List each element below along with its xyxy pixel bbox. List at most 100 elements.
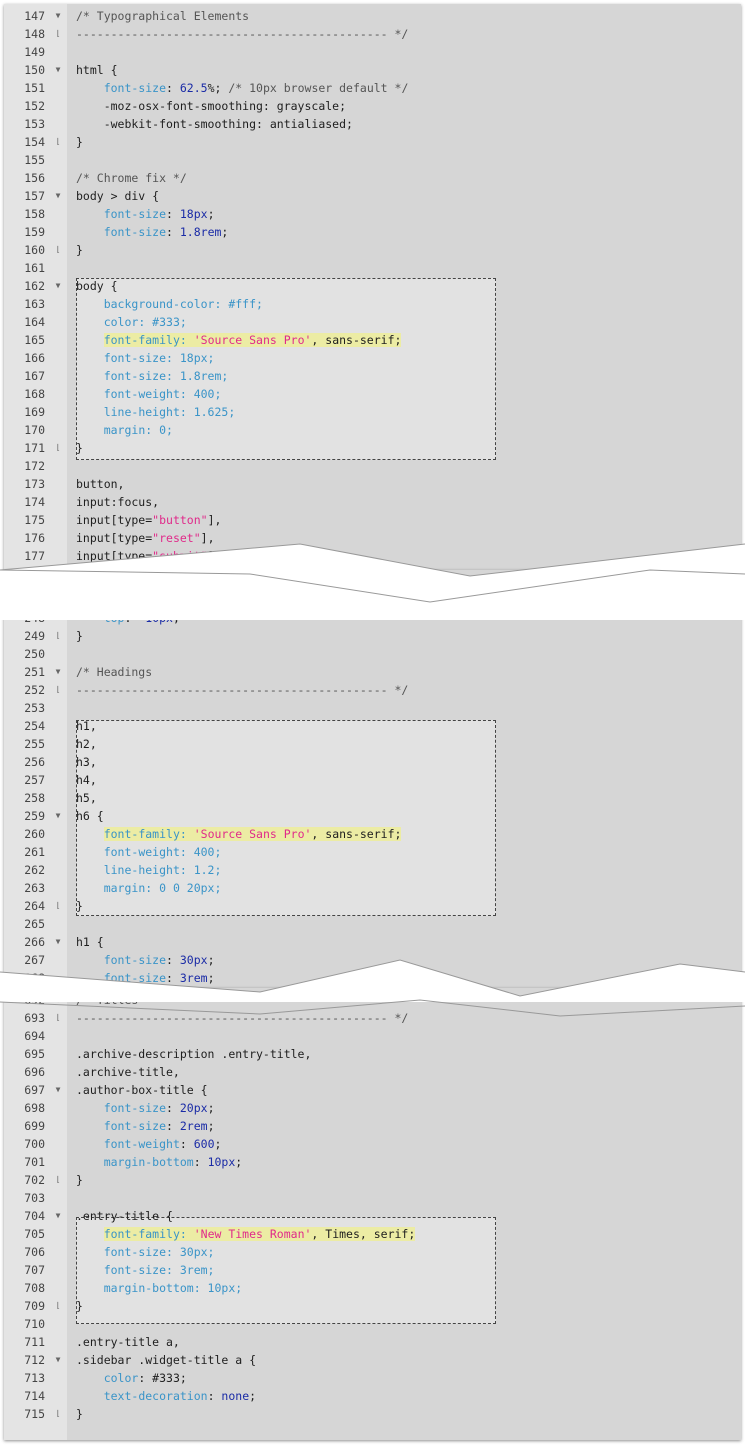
code-token: font-size bbox=[103, 207, 167, 221]
code-text: h6 { bbox=[76, 807, 104, 825]
fold-arrow-icon[interactable]: ▼ bbox=[55, 65, 61, 74]
code-token: .author-box-title { bbox=[76, 1083, 208, 1097]
code-token bbox=[76, 863, 104, 877]
line-number: 172 bbox=[24, 459, 45, 473]
fold-arrow-icon[interactable]: ▼ bbox=[55, 281, 61, 290]
fold-end-icon[interactable]: ⌊ bbox=[55, 1409, 61, 1418]
code-text: font-size: 30px; bbox=[76, 951, 215, 969]
line-number: 177 bbox=[24, 549, 45, 563]
fold-end-icon[interactable]: ⌊ bbox=[55, 631, 61, 640]
fold-end-icon[interactable]: ⌊ bbox=[55, 245, 61, 254]
code-line: 154⌊} bbox=[4, 133, 741, 151]
code-token: ; bbox=[221, 225, 229, 239]
code-token: , sans-serif; bbox=[311, 333, 402, 347]
code-panel-3: 692▼/* Titles693⌊-----------------------… bbox=[4, 988, 741, 1440]
line-number: 265 bbox=[24, 917, 45, 931]
code-line: 165 font-family: 'Source Sans Pro', sans… bbox=[4, 331, 741, 349]
fold-arrow-icon[interactable]: ▼ bbox=[55, 937, 61, 946]
line-number-gutter bbox=[4, 4, 67, 578]
fold-end-icon[interactable]: ⌊ bbox=[55, 29, 61, 38]
code-token: text-decoration bbox=[103, 1389, 208, 1403]
line-number: 715 bbox=[24, 1407, 45, 1421]
code-line: 700 font-weight: 600; bbox=[4, 1135, 741, 1153]
code-line: 709⌊} bbox=[4, 1297, 741, 1315]
code-line: 695.archive-description .entry-title, bbox=[4, 1045, 741, 1063]
fold-arrow-icon[interactable]: ▼ bbox=[55, 667, 61, 676]
code-line: 171⌊} bbox=[4, 439, 741, 457]
code-token: : bbox=[166, 1119, 180, 1133]
code-line: 265 bbox=[4, 915, 741, 933]
code-token: html { bbox=[76, 63, 118, 77]
code-text: input[type="button"], bbox=[76, 511, 221, 529]
code-line: 167 font-size: 1.8rem; bbox=[4, 367, 741, 385]
code-token: 30px bbox=[179, 953, 208, 967]
code-token bbox=[76, 405, 104, 419]
code-token: ], bbox=[200, 531, 215, 545]
line-number: 164 bbox=[24, 315, 45, 329]
line-number: 253 bbox=[24, 701, 45, 715]
fold-arrow-icon[interactable]: ▼ bbox=[55, 191, 61, 200]
code-line: 704▼.entry-title { bbox=[4, 1207, 741, 1225]
code-text: /* Headings bbox=[76, 663, 152, 681]
code-token: 600 bbox=[193, 1137, 215, 1151]
fold-end-icon[interactable]: ⌊ bbox=[55, 443, 61, 452]
code-line: 710 bbox=[4, 1315, 741, 1333]
fold-arrow-icon[interactable]: ▼ bbox=[55, 811, 61, 820]
code-line: 701 margin-bottom: 10px; bbox=[4, 1153, 741, 1171]
code-line: 267 font-size: 30px; bbox=[4, 951, 741, 969]
fold-end-icon[interactable]: ⌊ bbox=[55, 901, 61, 910]
code-text: h4, bbox=[76, 771, 97, 789]
fold-arrow-icon[interactable]: ▼ bbox=[55, 11, 61, 20]
fold-end-icon[interactable]: ⌊ bbox=[55, 1301, 61, 1310]
fold-end-icon[interactable]: ⌊ bbox=[55, 1013, 61, 1022]
code-line: 163 background-color: #fff; bbox=[4, 295, 741, 313]
code-text: margin: 0 0 20px; bbox=[76, 879, 222, 897]
code-token bbox=[76, 1227, 104, 1241]
code-token: font-weight bbox=[103, 1137, 180, 1151]
line-number: 257 bbox=[24, 773, 45, 787]
code-text: background-color: #fff; bbox=[76, 295, 263, 313]
code-line: 150 ▼ html { bbox=[4, 61, 741, 79]
line-number: 262 bbox=[24, 863, 45, 877]
code-text: body { bbox=[76, 277, 118, 295]
fold-end-icon[interactable]: ⌊ bbox=[55, 1175, 61, 1184]
fold-arrow-icon[interactable]: ▼ bbox=[55, 1355, 61, 1364]
fold-arrow-icon[interactable]: ▼ bbox=[55, 1085, 61, 1094]
code-token: h1 { bbox=[76, 935, 104, 949]
code-token: /* Typographical Elements bbox=[76, 9, 250, 23]
fold-end-icon[interactable]: ⌊ bbox=[55, 137, 61, 146]
code-text: font-weight: 400; bbox=[76, 843, 222, 861]
fold-arrow-icon[interactable]: ▼ bbox=[55, 1211, 61, 1220]
fold-end-icon[interactable]: ⌊ bbox=[55, 685, 61, 694]
code-token: : bbox=[193, 1155, 208, 1169]
line-number: 161 bbox=[24, 261, 45, 275]
code-text: h1, bbox=[76, 717, 97, 735]
code-line: 711.entry-title a, bbox=[4, 1333, 741, 1351]
code-token bbox=[76, 881, 104, 895]
code-text: line-height: 1.625; bbox=[76, 403, 236, 421]
code-token bbox=[76, 225, 104, 239]
code-token: font-family: bbox=[103, 333, 194, 347]
code-token: 'New Times Roman' bbox=[193, 1227, 312, 1241]
code-token: : bbox=[166, 953, 180, 967]
line-number: 162 bbox=[24, 279, 45, 293]
line-number: 254 bbox=[24, 719, 45, 733]
code-line: 260 font-family: 'Source Sans Pro', sans… bbox=[4, 825, 741, 843]
line-number: 150 bbox=[24, 63, 45, 77]
line-number: 266 bbox=[24, 935, 45, 949]
code-line: 162 ▼ body { bbox=[4, 277, 741, 295]
code-token: font-size bbox=[103, 1119, 167, 1133]
code-token: "button" bbox=[152, 513, 208, 527]
code-token: color bbox=[103, 1371, 139, 1385]
code-text: .sidebar .widget-title a { bbox=[76, 1351, 256, 1369]
code-token: 1.8rem bbox=[179, 225, 222, 239]
code-token bbox=[76, 1389, 104, 1403]
code-token: , sans-serif; bbox=[311, 827, 402, 841]
code-token: body > div { bbox=[76, 189, 160, 203]
line-number: 708 bbox=[24, 1281, 45, 1295]
code-token: none bbox=[221, 1389, 250, 1403]
code-token: line-height: 1.2; bbox=[103, 863, 222, 877]
code-text: .entry-title a, bbox=[76, 1333, 180, 1351]
